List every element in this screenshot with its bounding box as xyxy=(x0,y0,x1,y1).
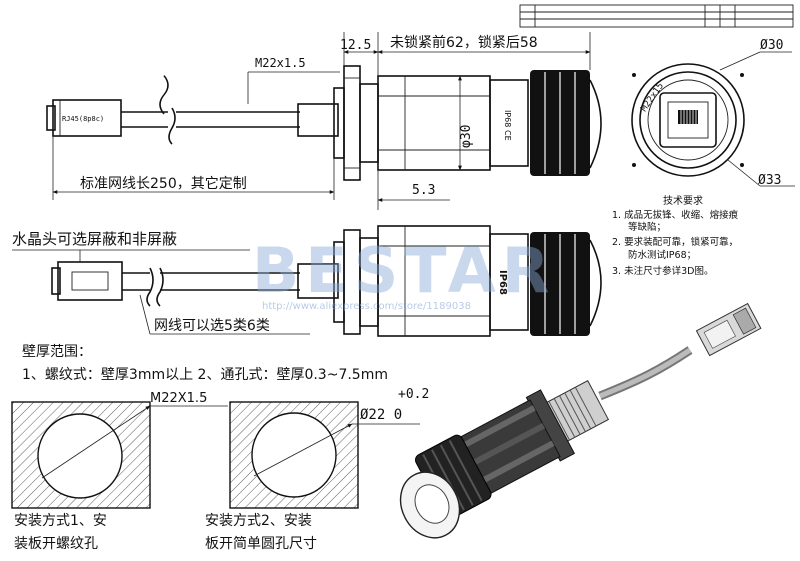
wall-title: 壁厚范围： xyxy=(22,343,92,360)
cable-top xyxy=(121,75,339,145)
ip-mark-middle: IP68 xyxy=(497,270,508,295)
middle-side-view: 水晶头可选屏蔽和非屏蔽 IP68 网线可以选5类6类 xyxy=(12,225,602,337)
panel-1: M22X1.5 安装方式1、安 装板开螺纹孔 xyxy=(11,391,228,552)
top-side-view: RJ45(8p8c) IP68 CE xyxy=(46,32,602,210)
end-dia-30: Ø30 xyxy=(760,38,783,53)
thread-label-top: M22x1.5 xyxy=(255,56,306,70)
dia-30-top: φ30 xyxy=(459,125,474,148)
cable-gland-top xyxy=(530,70,602,176)
panel2-tol: +0.2 xyxy=(398,387,429,402)
ip-mark-top: IP68 xyxy=(503,110,512,127)
tech-item2b: 防水测试IP68； xyxy=(628,249,696,261)
panel1-caption-b: 装板开螺纹孔 xyxy=(14,536,98,552)
end-dia-33: Ø33 xyxy=(758,173,781,188)
rj45-plug: RJ45(8p8c) xyxy=(46,99,122,137)
tech-item3: 3. 未注尺寸参详3D图。 xyxy=(612,265,713,277)
rj45-label: RJ45(8p8c) xyxy=(62,115,104,123)
panel-2: +0.2 Ø22 0 安装方式2、安装 板开简单圆孔尺寸 xyxy=(205,387,429,552)
watermark-url: http://www.aliexpress.com/store/1189038 xyxy=(262,301,471,312)
wall-thickness: 壁厚范围： 1、螺纹式：壁厚3mm以上 2、通孔式：壁厚0.3~7.5mm xyxy=(22,343,388,383)
panel1-thread: M22X1.5 xyxy=(150,391,207,406)
dim-length: 未锁紧前62，锁紧后58 xyxy=(390,34,538,51)
cable-note: 网线可以选5类6类 xyxy=(154,318,270,334)
dim-5-3: 5.3 xyxy=(412,183,435,198)
panel1-caption-a: 安装方式1、安 xyxy=(14,513,107,529)
tech-title: 技术要求 xyxy=(663,194,703,207)
panel-nut-top xyxy=(333,65,379,181)
tech-item1a: 1. 成品无拔锋、收缩、熔接痕 xyxy=(612,209,739,221)
tech-item1b: 等缺陷； xyxy=(628,221,666,233)
wall-line: 1、螺纹式：壁厚3mm以上 2、通孔式：壁厚0.3~7.5mm xyxy=(22,367,388,383)
dim-12-5: 12.5 xyxy=(340,38,371,53)
top-dimensions: 12.5 未锁紧前62，锁紧后58 M22x1.5 φ30 标准网线长250，其… xyxy=(52,32,591,210)
tech-item2a: 2. 要求装配可靠，锁紧可靠， xyxy=(612,236,738,248)
ce-mark-top: CE xyxy=(503,130,512,141)
panel2-caption-b: 板开简单圆孔尺寸 xyxy=(205,535,317,552)
watermark: BESTAR http://www.aliexpress.com/store/1… xyxy=(252,234,555,312)
panel2-dia: Ø22 0 xyxy=(360,407,402,423)
title-block xyxy=(519,4,794,28)
tech-requirements: 技术要求 1. 成品无拔锋、收缩、熔接痕 等缺陷； 2. 要求装配可靠，锁紧可靠… xyxy=(612,194,739,277)
cable-length-label: 标准网线长250，其它定制 xyxy=(80,175,247,192)
iso-3d-view xyxy=(399,302,762,539)
watermark-brand: BESTAR xyxy=(252,234,555,307)
plug-note: 水晶头可选屏蔽和非屏蔽 xyxy=(12,230,177,248)
panel2-caption-a: 安装方式2、安装 xyxy=(205,513,312,529)
end-view: M22x15 Ø30 Ø33 xyxy=(631,38,795,188)
connector-body-top: IP68 CE xyxy=(377,75,529,171)
